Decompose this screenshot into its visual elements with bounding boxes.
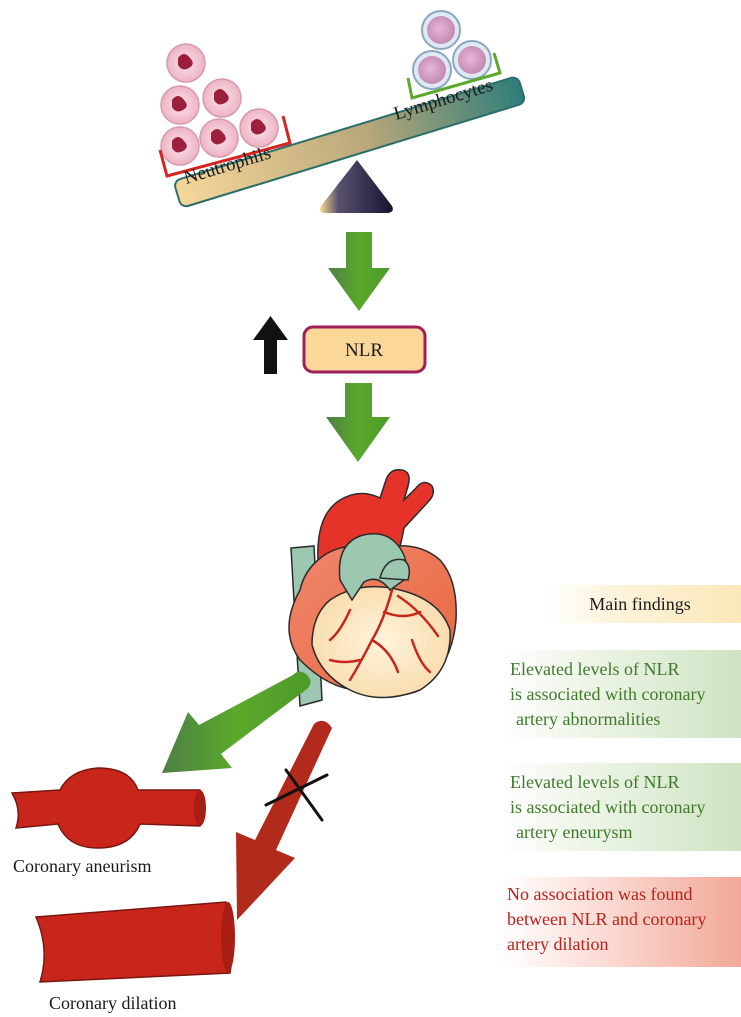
nlr-label: NLR — [345, 340, 383, 361]
heart-illustration — [289, 470, 456, 706]
lymphocyte-cell — [422, 11, 460, 49]
findings-panel: Main findings Elevated levels of NLR is … — [500, 585, 741, 967]
neutrophil-cell — [240, 109, 278, 147]
nlr-box: NLR — [304, 327, 425, 372]
neutrophil-cell — [161, 86, 199, 124]
lymphocyte-cell — [413, 51, 451, 89]
neutrophil-cell — [161, 127, 199, 165]
down-arrow-green — [326, 383, 390, 462]
up-arrow-icon — [253, 316, 288, 374]
neutrophil-cell — [200, 119, 238, 157]
neutrophil-cell — [167, 44, 205, 82]
diagonal-arrow-red — [236, 721, 332, 920]
coronary-aneurism-vessel — [12, 768, 206, 848]
seesaw-fulcrum — [320, 160, 393, 213]
findings-header: Main findings — [589, 594, 691, 614]
diagonal-arrow-green — [162, 672, 311, 774]
lymphocyte-cell — [453, 41, 491, 79]
coronary-dilation-label: Coronary dilation — [49, 993, 176, 1013]
down-arrow-green — [328, 232, 390, 311]
coronary-dilation-vessel — [36, 902, 235, 982]
coronary-aneurism-label: Coronary aneurism — [13, 856, 151, 876]
neutrophil-cell — [203, 79, 241, 117]
